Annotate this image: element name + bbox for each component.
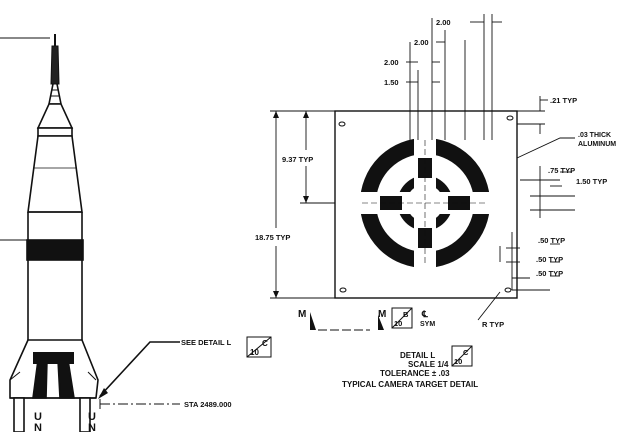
- arrow-left-icon: [310, 312, 316, 330]
- caption-detail: DETAIL L: [400, 351, 435, 360]
- station-line: STA 2489.000: [99, 399, 232, 409]
- tag-number: 10: [250, 348, 259, 357]
- caption-title: TYPICAL CAMERA TARGET DETAIL: [342, 380, 478, 389]
- see-detail-tag: C 10: [246, 336, 272, 358]
- sym-label: SYM: [420, 321, 435, 328]
- caption-scale: SCALE 1/4: [408, 360, 449, 369]
- caption-tag-letter: C: [463, 348, 469, 357]
- dim-150-typ: 1.50 TYP: [576, 177, 607, 186]
- dim-21: .21 TYP: [550, 96, 577, 105]
- top-dimension-labels: 2.00 2.00 2.00 1.50: [384, 18, 451, 87]
- see-detail-callout: SEE DETAIL L C 10: [98, 336, 272, 399]
- panel-letter-3: U: [88, 411, 96, 423]
- aluminum-label: ALUMINUM: [578, 141, 616, 148]
- panel-letter-4: N: [88, 422, 96, 432]
- dim-150: 1.50: [384, 78, 399, 87]
- dim-200-b: 2.00: [414, 38, 429, 47]
- station-label: STA 2489.000: [184, 400, 232, 409]
- section-tag: B 10: [391, 307, 413, 329]
- dim-50-a: .50 TYP: [538, 236, 565, 245]
- panel-letter-1: U: [34, 411, 42, 423]
- dim-200-a: 2.00: [436, 18, 451, 27]
- panel-letter-2: N: [34, 422, 42, 432]
- arrow-right-icon: [378, 315, 384, 330]
- m-left: M: [298, 309, 306, 320]
- top-dimensions: [406, 14, 502, 140]
- left-dimensions: [270, 110, 335, 299]
- section-tag-letter: B: [403, 310, 409, 319]
- right-dimension-labels: .21 TYP .03 THICK ALUMINUM .75 TYP 1.50 …: [482, 96, 616, 329]
- rocket-panel-letters: U N U N: [34, 411, 96, 432]
- see-detail-label: SEE DETAIL L: [181, 338, 232, 347]
- m-right: M: [378, 309, 386, 320]
- dim-50-c: .50 TYP: [536, 269, 563, 278]
- thick-label: .03 THICK: [578, 132, 611, 139]
- dim-75: .75 TYP: [548, 166, 575, 175]
- centerline-symbol: ℄: [421, 309, 428, 319]
- section-tag-number: 10: [394, 319, 402, 328]
- rocket-elevation: [0, 34, 99, 432]
- dim-1875: 18.75 TYP: [255, 233, 290, 242]
- caption-tag: C 10: [451, 345, 473, 367]
- target-rings: [357, 135, 493, 271]
- right-dimensions: [477, 96, 575, 321]
- caption-tolerance: TOLERANCE ± .03: [380, 369, 450, 378]
- dim-200-c: 2.00: [384, 58, 399, 67]
- dim-50-b: .50 TYP: [536, 255, 563, 264]
- left-dimension-labels: 9.37 TYP 18.75 TYP: [255, 155, 313, 242]
- r-typ-label: R TYP: [482, 320, 504, 329]
- section-markers: M M B 10 ℄ SYM: [298, 307, 435, 331]
- dim-937: 9.37 TYP: [282, 155, 313, 164]
- tag-letter: C: [262, 339, 268, 348]
- detail-caption: DETAIL L C 10 SCALE 1/4 TOLERANCE ± .03 …: [342, 345, 478, 389]
- caption-tag-number: 10: [454, 357, 462, 366]
